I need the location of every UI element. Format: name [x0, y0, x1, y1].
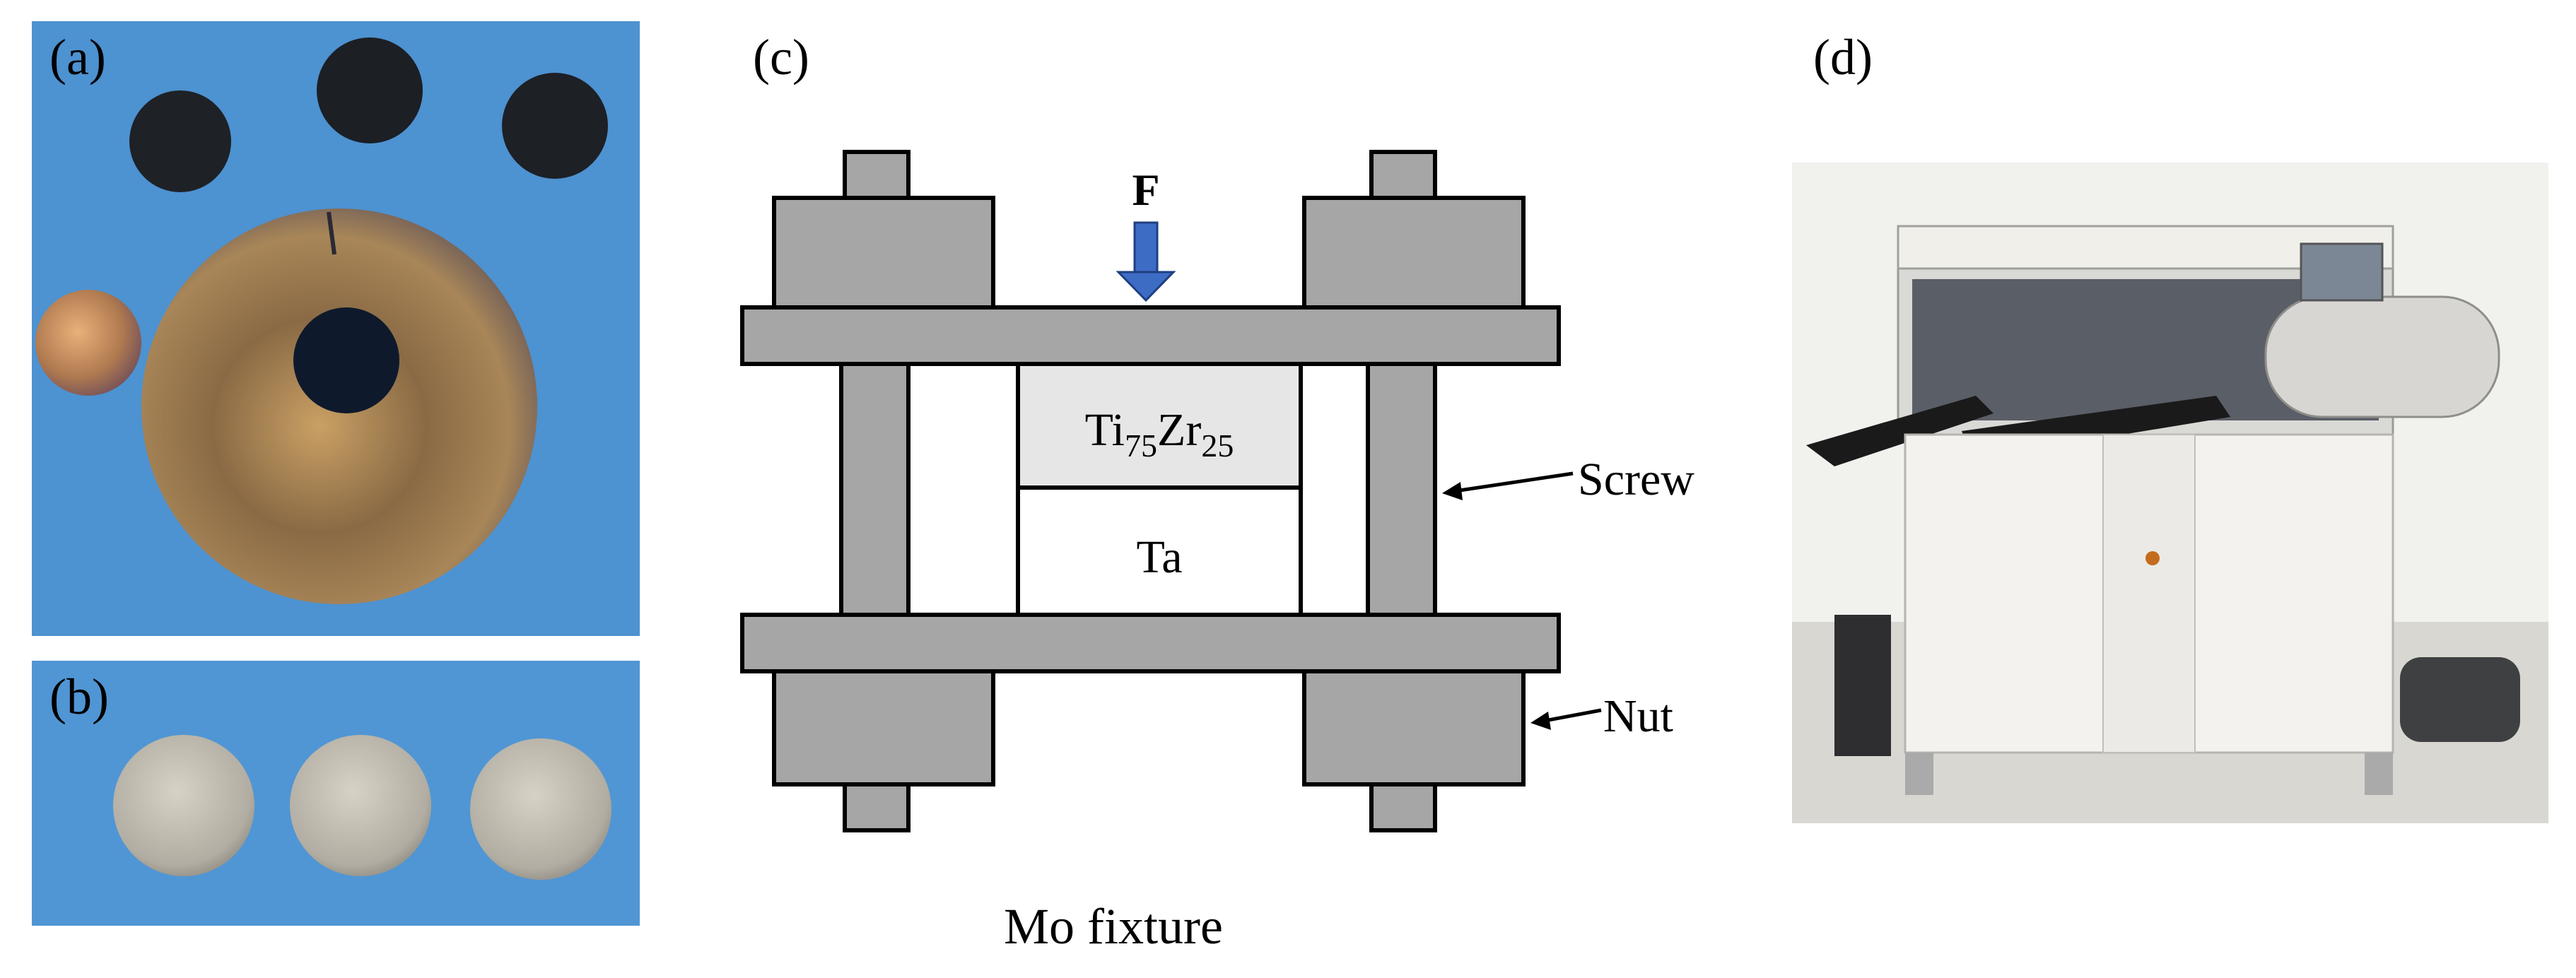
ta-label: Ta — [1136, 531, 1182, 583]
force-label: F — [1132, 165, 1159, 215]
dark-disc-3 — [502, 73, 608, 179]
gray-disc-1 — [113, 735, 254, 876]
right-screw-bottom — [1369, 782, 1437, 832]
fixture-diagram: F Ti75Zr25 Ta Screw Nut — [740, 150, 1694, 832]
disc-hole — [293, 307, 399, 413]
top-left-nut — [772, 196, 995, 310]
top-plate — [740, 305, 1561, 366]
ti-zr-label: Ti75Zr25 — [1085, 404, 1234, 464]
top-right-nut — [1302, 196, 1526, 310]
gray-disc-3 — [470, 738, 611, 880]
screw-pointer-head — [1442, 482, 1463, 500]
bottom-left-nut — [772, 669, 995, 786]
screw-pointer-line — [1454, 471, 1574, 493]
panel-a-label: (a) — [49, 29, 106, 86]
nut-label: Nut — [1603, 690, 1673, 742]
ti-zr-sub1: 75 — [1125, 428, 1157, 464]
right-screw-top — [1369, 150, 1437, 200]
dark-disc-1 — [129, 90, 231, 192]
force-arrow — [1116, 221, 1176, 302]
ta-sample — [1016, 485, 1303, 617]
ti-zr-mid: Zr — [1157, 404, 1201, 456]
bottom-plate — [740, 613, 1561, 673]
copper-disc — [35, 290, 141, 396]
left-screw-top — [843, 150, 911, 200]
ti-zr-base: Ti — [1085, 404, 1125, 456]
vacuum-pump — [2400, 657, 2520, 742]
panel-d-label: (d) — [1813, 29, 1873, 86]
side-unit — [1834, 615, 1891, 756]
screw-label: Screw — [1578, 454, 1694, 505]
photo-panel-a — [32, 21, 640, 636]
panel-c-label: (c) — [753, 29, 809, 86]
antechamber — [2264, 295, 2500, 418]
glovebox-photo — [1792, 163, 2548, 823]
photo-panel-d — [1792, 163, 2548, 823]
ti-zr-sample — [1016, 362, 1303, 490]
glove-left — [1806, 396, 1994, 466]
ti-zr-sub2: 25 — [1201, 428, 1234, 464]
dark-disc-2 — [317, 37, 423, 143]
nut-pointer-line — [1544, 708, 1602, 723]
left-screw-bottom — [843, 782, 911, 832]
nut-pointer-head — [1530, 712, 1551, 730]
fixture-caption: Mo fixture — [1004, 898, 1223, 955]
right-screw — [1366, 358, 1437, 617]
control-screen — [2300, 242, 2384, 302]
specimens-photo-b — [32, 661, 640, 926]
gray-disc-2 — [290, 735, 431, 876]
panel-b-label: (b) — [49, 668, 109, 725]
photo-panel-b — [32, 661, 640, 926]
specimens-photo-a — [32, 21, 640, 636]
left-screw — [839, 358, 911, 617]
bottom-right-nut — [1302, 669, 1526, 786]
